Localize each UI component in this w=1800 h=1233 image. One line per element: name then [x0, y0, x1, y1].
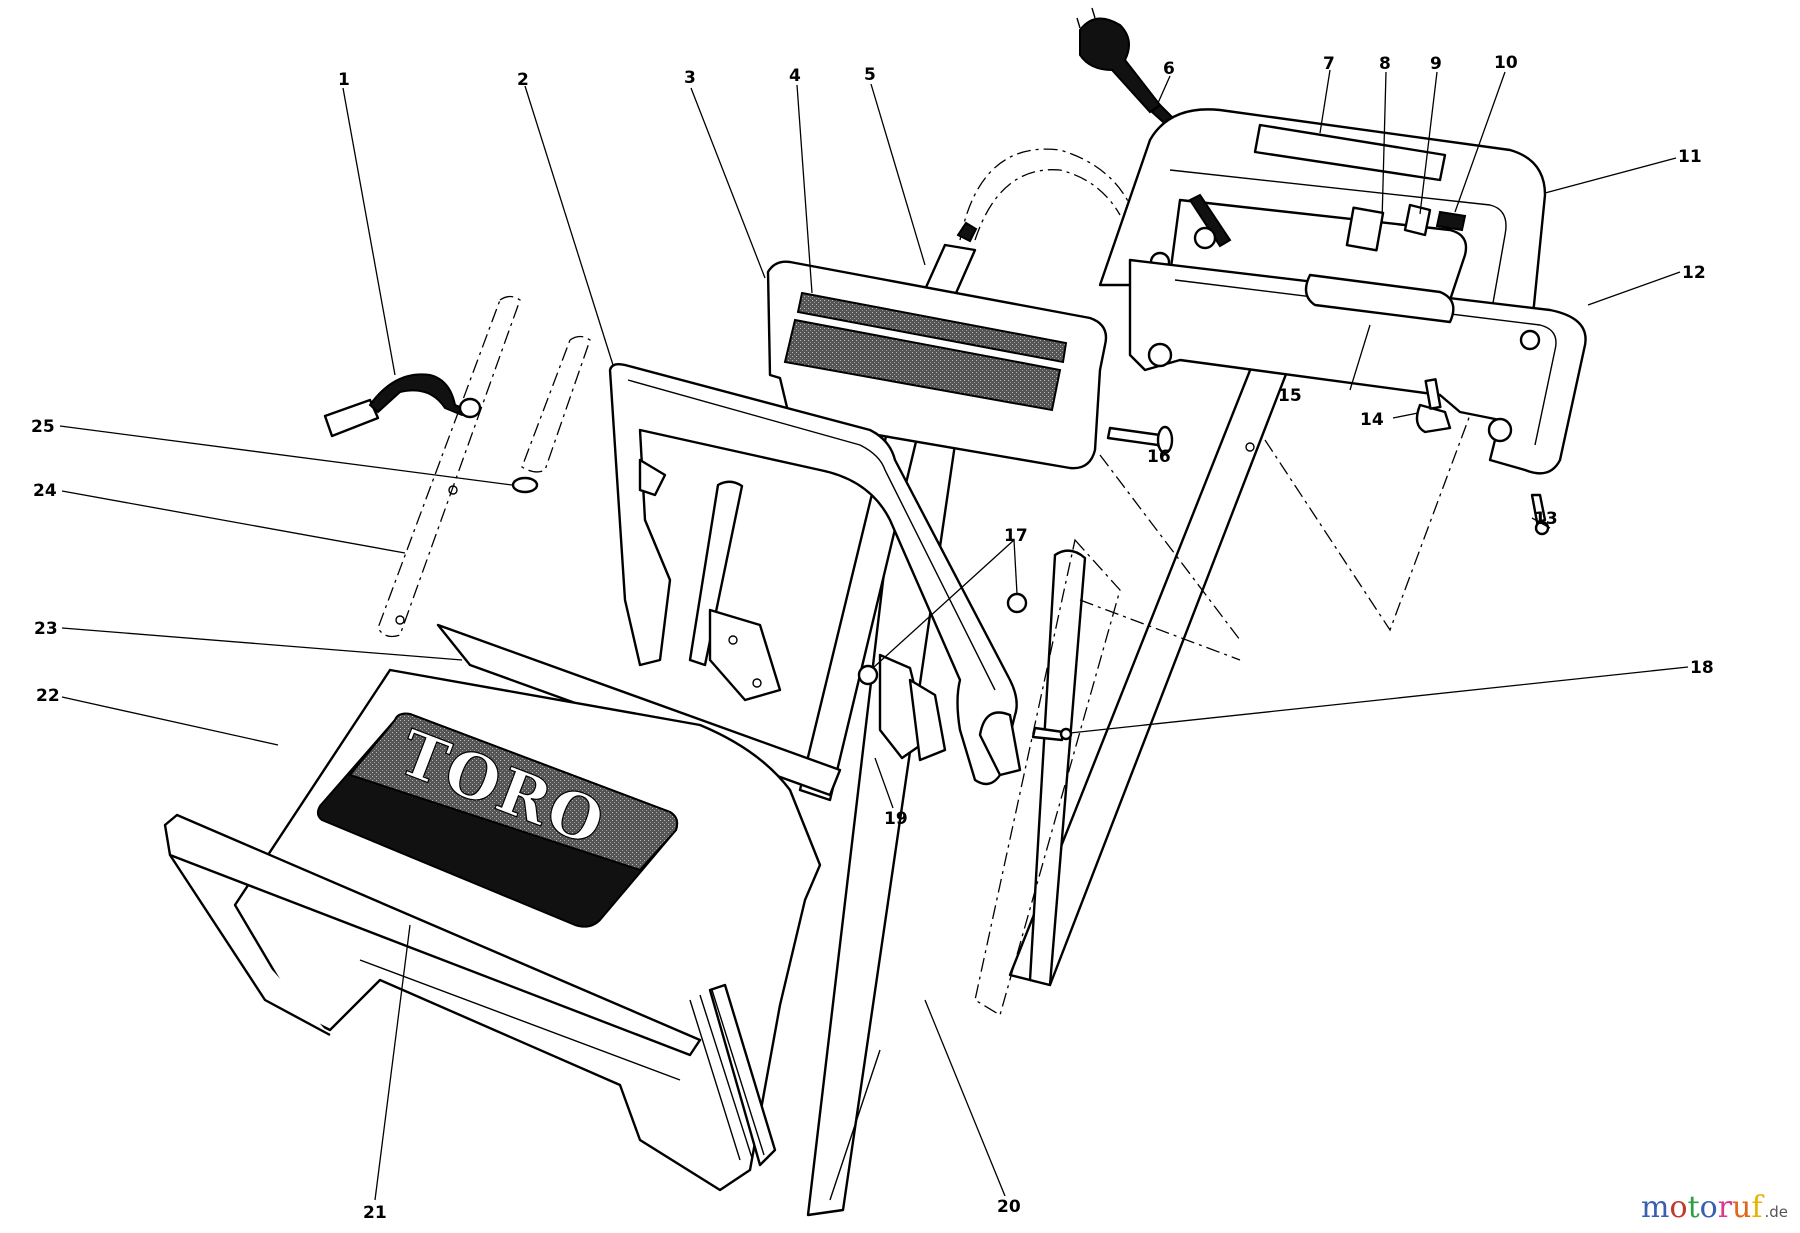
callout-1: 1	[338, 70, 350, 90]
callout-10: 10	[1494, 53, 1518, 73]
part-3-handle-panel	[766, 260, 1108, 470]
watermark-letter: t	[1687, 1190, 1700, 1225]
watermark-letter: o	[1669, 1190, 1688, 1225]
callout-9: 9	[1430, 54, 1442, 74]
part-upper-tube-outline	[974, 538, 1121, 1016]
callout-24: 24	[33, 481, 57, 501]
callout-13: 13	[1534, 509, 1558, 529]
callout-11: 11	[1678, 147, 1702, 167]
part-16-bolt	[1106, 425, 1174, 455]
watermark-letter: f	[1751, 1190, 1763, 1225]
part-2-control-bail	[608, 362, 1022, 786]
callout-16: 16	[1147, 447, 1171, 467]
callout-22: 22	[36, 686, 60, 706]
part-1-wire-harness	[323, 373, 482, 438]
callout-18: 18	[1690, 658, 1714, 678]
part-4-decal	[783, 291, 1068, 412]
callout-23: 23	[34, 619, 58, 639]
assembly-guide-lines	[1079, 414, 1471, 661]
callout-4: 4	[789, 66, 801, 86]
callout-25: 25	[31, 417, 55, 437]
callout-21: 21	[363, 1203, 387, 1223]
watermark-letter: u	[1732, 1190, 1752, 1225]
watermark-tld: .de	[1764, 1203, 1788, 1221]
callout-3: 3	[684, 68, 696, 88]
part-19-bracket-left	[708, 608, 782, 702]
callout-17: 17	[1004, 526, 1028, 546]
callout-12: 12	[1682, 263, 1706, 283]
callout-5: 5	[864, 65, 876, 85]
callout-15: 15	[1278, 386, 1302, 406]
part-14-switch-knob	[1415, 378, 1452, 434]
callout-7: 7	[1323, 54, 1335, 74]
callout-labels: 1 2 3 4 5 6 7 8 9 10 11 12 13 14 15 16 1…	[31, 53, 1714, 1223]
callout-8: 8	[1379, 54, 1391, 74]
callout-2: 2	[517, 70, 529, 90]
watermark-letter: m	[1641, 1190, 1670, 1225]
part-13-screw	[1530, 493, 1550, 536]
callout-6: 6	[1163, 59, 1175, 79]
leader-lines	[59, 69, 1689, 1201]
part-24-tube-outline	[377, 295, 521, 638]
callout-19: 19	[884, 809, 908, 829]
callout-20: 20	[997, 1197, 1021, 1217]
part-25-tube	[511, 335, 591, 494]
watermark-letter: r	[1717, 1190, 1733, 1225]
part-19-bracket-right	[878, 653, 947, 762]
callout-14: 14	[1360, 410, 1384, 430]
part-17-nuts	[857, 592, 1028, 686]
power-cord-wires	[956, 148, 1131, 243]
motoruf-watermark-logo: motoruf.de	[1641, 1190, 1788, 1225]
watermark-letter: o	[1699, 1190, 1718, 1225]
part-18-screw	[1031, 726, 1073, 742]
